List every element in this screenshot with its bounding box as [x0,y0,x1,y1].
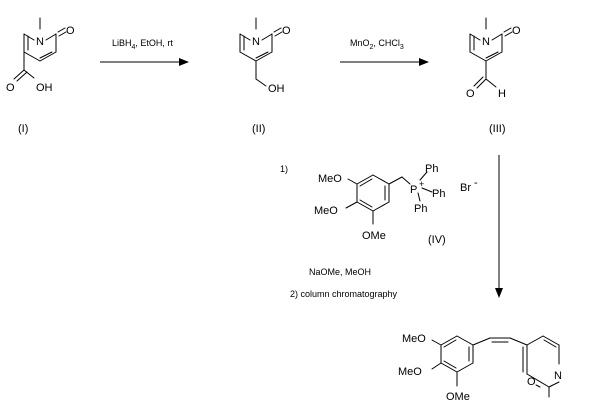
compound-product-bonds [431,335,560,398]
step-2-reagents: MnO2, CHCl3 [350,38,404,51]
compound-iv-phenyl-3: Ph [414,203,427,215]
compound-i-acid-oxygen: O [6,82,15,94]
step-3-number-1: 1) [280,164,288,174]
compound-i-bonds [13,17,67,82]
step-1-reagents: LiBH4, EtOH, rt [112,38,173,51]
reaction-step-2: MnO2, CHCl3 [340,38,429,66]
compound-iv-phenyl-1: Ph [425,163,438,175]
compound-iv-phosphorus: P [410,184,417,196]
compound-ii-hydroxyl: OH [268,83,285,95]
compound-iv-phenyl-2: Ph [432,188,445,200]
product-methoxy-3: OMe [446,391,470,403]
compound-iii-nitrogen: N [482,36,490,48]
compound-iv-methoxy-3: OMe [362,230,386,242]
product-ring-oxygen: O [527,376,536,388]
compound-ii-bonds [239,17,283,87]
compound-iv-bromide-charge: - [474,177,478,189]
compound-iv-label: (IV) [428,234,446,246]
compound-ii-label: (II) [252,123,265,135]
reaction-step-3: 1) NaOMe, MeOH 2) column chromatography [280,155,503,299]
compound-iii-ring-oxygen: O [512,25,521,37]
step-3-number-2: 2) column chromatography [290,289,398,299]
compound-i-hydroxyl: OH [36,82,53,94]
product-methoxy-1: MeO [402,333,426,345]
product-methoxy-2: MeO [398,366,422,378]
compound-iv-methoxy-2: MeO [314,205,338,217]
step-3-base: NaOMe, MeOH [309,267,371,277]
compound-product: MeO MeO OMe N O [398,333,562,403]
compound-iv-methoxy-1: MeO [318,173,342,185]
compound-iii-aldehyde-hydrogen: H [498,88,506,100]
compound-i-label: (I) [18,123,28,135]
compound-ii-ring-oxygen: O [282,25,291,37]
compound-i-ring-oxygen: O [66,25,75,37]
compound-iv-phosphonium-charge: + [419,179,424,189]
compound-iii-bonds [469,17,513,89]
compound-iv-bonds [345,171,433,225]
compound-ii: N O OH (II) [239,17,291,135]
compound-i: N O O OH (I) [6,17,75,135]
compound-iii-label: (III) [489,123,506,135]
compound-iv: P + Ph Ph Ph MeO MeO OMe Br - (IV) [314,163,478,246]
compound-iii-aldehyde-oxygen: O [466,88,475,100]
product-nitrogen: N [554,370,562,382]
compound-iii: N O O H (III) [466,17,521,135]
compound-i-nitrogen: N [36,36,44,48]
compound-iv-bromide: Br [460,182,471,194]
reaction-step-1: LiBH4, EtOH, rt [100,38,189,66]
compound-ii-nitrogen: N [252,36,260,48]
